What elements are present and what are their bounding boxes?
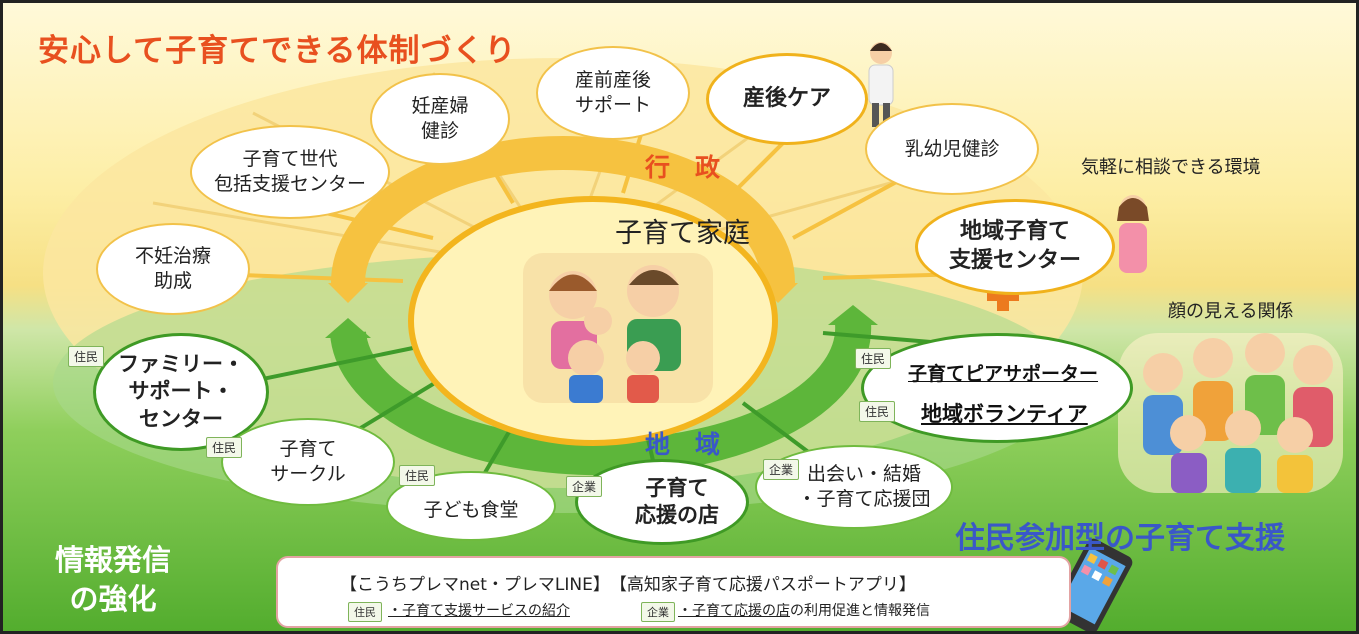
shop-promotion-text: ・子育て応援の店の利用促進と情報発信 (678, 600, 930, 620)
company-tag: 企業 (763, 459, 800, 480)
promotion-desc: の利用促進と情報発信 (790, 603, 930, 619)
bubble-label: 乳幼児健診 (904, 137, 1000, 160)
info-heading: 情報発信 の強化 (55, 543, 172, 617)
bubble-infertility-support: 不妊治療 助成 (96, 223, 250, 315)
resident-tag: 住民 (206, 437, 243, 458)
bubble-prenatal-checkup: 妊産婦 健診 (370, 73, 510, 165)
support-shop-link[interactable]: ・子育て応援の店 (678, 603, 790, 619)
bubble-label: 子育て 応援の店 (635, 475, 719, 527)
chiiki-label: 地 域 (644, 430, 720, 459)
bubble-label: 子育て サークル (270, 438, 346, 485)
family-illustration (523, 253, 713, 403)
bubble-family-support-center: ファミリー・ サポート・ センター (93, 333, 269, 451)
bubble-label: 不妊治療 助成 (134, 245, 211, 292)
bubble-infant-checkup: 乳幼児健診 (865, 103, 1039, 195)
apps-label: 【こうちプレマnet・プレマLINE】 【高知家子育て応援パスポートアプリ】 (340, 575, 916, 595)
bubble-child-support-center: 子育て世代 包括支援センター (190, 125, 390, 219)
resident-tag: 住民 (859, 401, 896, 422)
bubble-label: 子育て世代 包括支援センター (213, 148, 366, 195)
bubble-postpartum-care: 産後ケア (706, 53, 868, 145)
consult-label: 気軽に相談できる環境 (1081, 157, 1261, 178)
bubble-label: 地域子育て 支援センター (948, 219, 1081, 273)
resident-tag: 住民 (399, 465, 436, 486)
resident-tag: 住民 (348, 602, 382, 622)
chiiki-arc (325, 305, 878, 476)
service-intro-link[interactable]: ・子育て支援サービスの紹介 (388, 603, 570, 619)
participation-label: 住民参加型の子育て支援 (955, 521, 1285, 556)
bubble-support-shop: 子育て 応援の店 (575, 459, 749, 545)
bubble-marriage-support-group: 出会い・結婚 ・子育て応援団 (755, 445, 953, 529)
staff-figure (868, 42, 894, 127)
resident-tag: 住民 (68, 346, 105, 367)
peer-supporter-label: 子育てピアサポーター (908, 363, 1099, 385)
consultant-figure (1117, 195, 1149, 273)
page-title: 安心して子育てできる体制づくり (38, 33, 517, 69)
center-family-label: 子育て家庭 (615, 218, 750, 249)
bubble-label: 産後ケア (742, 85, 831, 111)
bubble-label: 産前産後 サポート (574, 69, 651, 116)
resident-tag: 住民 (855, 348, 892, 369)
company-tag: 企業 (566, 476, 603, 497)
company-tag: 企業 (641, 602, 675, 622)
bubble-parenting-circle: 子育て サークル (221, 418, 395, 506)
bubble-regional-support-center: 地域子育て 支援センター (915, 199, 1115, 295)
bubble-label: 子ども食堂 (423, 498, 519, 521)
bubble-label: 出会い・結婚 ・子育て応援団 (797, 463, 931, 510)
community-group-illustration (1118, 333, 1343, 493)
faces-label: 顔の見える関係 (1168, 301, 1294, 322)
local-volunteer-label: 地域ボランティア (921, 402, 1088, 426)
info-box: 【こうちプレマnet・プレマLINE】 【高知家子育て応援パスポートアプリ】 住… (276, 556, 1071, 628)
bubble-label: ファミリー・ サポート・ センター (118, 352, 244, 431)
bubble-perinatal-support: 産前産後 サポート (536, 46, 690, 140)
bubble-label: 妊産婦 健診 (411, 95, 469, 142)
gyosei-label: 行 政 (644, 153, 720, 182)
smartphone-icon (1052, 538, 1133, 631)
bubble-volunteers (861, 333, 1133, 443)
